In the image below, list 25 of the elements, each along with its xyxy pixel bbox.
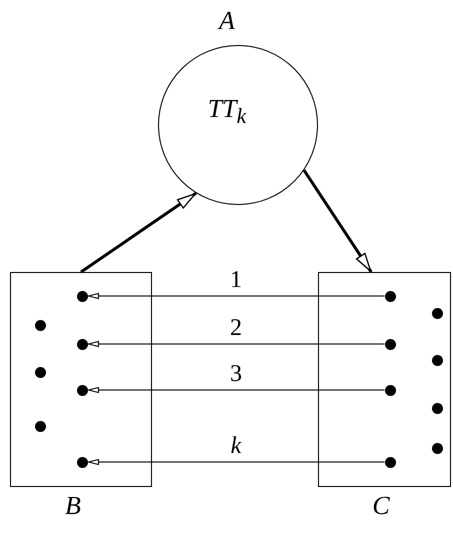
dot bbox=[76, 384, 88, 396]
dot bbox=[76, 338, 88, 350]
dot bbox=[432, 308, 442, 318]
dot bbox=[384, 290, 396, 302]
arrow bbox=[87, 459, 385, 465]
dot bbox=[432, 442, 442, 454]
dot bbox=[432, 354, 442, 366]
arrow bbox=[87, 341, 385, 347]
node-text: TT$_{k}$ bbox=[208, 96, 246, 128]
dot bbox=[34, 320, 46, 330]
dot bbox=[384, 456, 396, 468]
node-label: C bbox=[372, 493, 390, 519]
arrow bbox=[87, 387, 385, 393]
dot bbox=[432, 402, 442, 414]
node-label: A bbox=[219, 8, 235, 34]
node-label: B bbox=[65, 493, 81, 519]
dot bbox=[34, 420, 46, 432]
dot bbox=[384, 384, 396, 396]
dot bbox=[34, 366, 46, 378]
dot bbox=[384, 338, 396, 350]
dot bbox=[76, 290, 88, 302]
arrow bbox=[80, 192, 197, 274]
dot bbox=[76, 456, 88, 468]
arrow bbox=[87, 293, 385, 299]
arrow bbox=[302, 169, 372, 273]
